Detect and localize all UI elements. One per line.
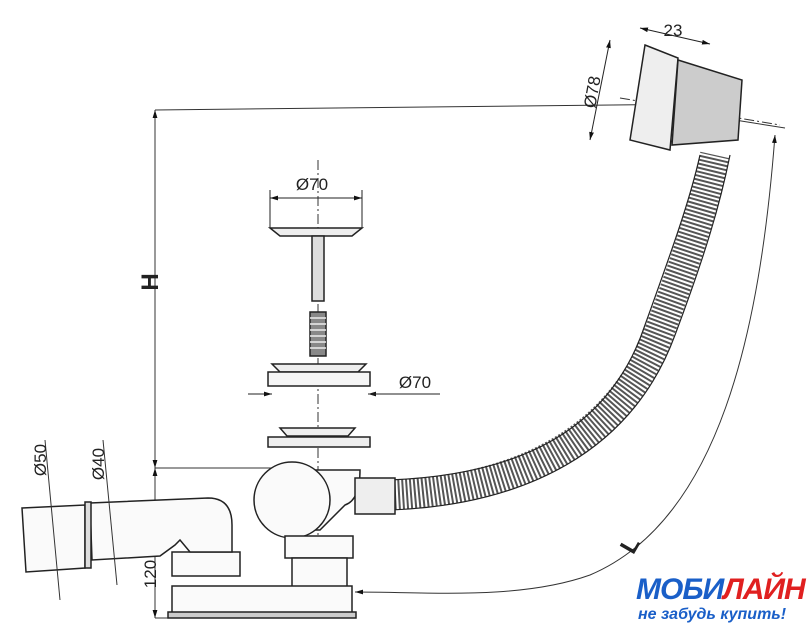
outlet-outer-diameter-label: Ø50 bbox=[31, 444, 50, 476]
length-label: L bbox=[615, 532, 646, 558]
ring-diameter-label: Ø70 bbox=[399, 373, 431, 392]
mobilain-logo: МОБИЛАЙН не забудь купить! bbox=[636, 574, 806, 636]
logo-slogan: не забудь купить! bbox=[638, 606, 787, 623]
outlet-inner-diameter-label: Ø40 bbox=[89, 448, 108, 480]
cap-diameter-label: Ø70 bbox=[296, 175, 328, 194]
overflow-depth-label: 23 bbox=[664, 21, 683, 40]
trap-body bbox=[21, 461, 361, 619]
corrugated-hose bbox=[389, 151, 730, 510]
overflow-head bbox=[589, 27, 743, 151]
trap-height-label: 120 bbox=[141, 560, 160, 588]
drain-ring bbox=[248, 363, 440, 448]
height-label: H bbox=[137, 273, 164, 290]
logo-brand-part1: МОБИ bbox=[636, 573, 724, 606]
stopper-cap bbox=[267, 190, 365, 357]
logo-brand-part2: ЛАЙН bbox=[723, 573, 806, 606]
length-dimension bbox=[354, 134, 777, 595]
overflow-diameter-label: Ø78 bbox=[580, 75, 604, 110]
